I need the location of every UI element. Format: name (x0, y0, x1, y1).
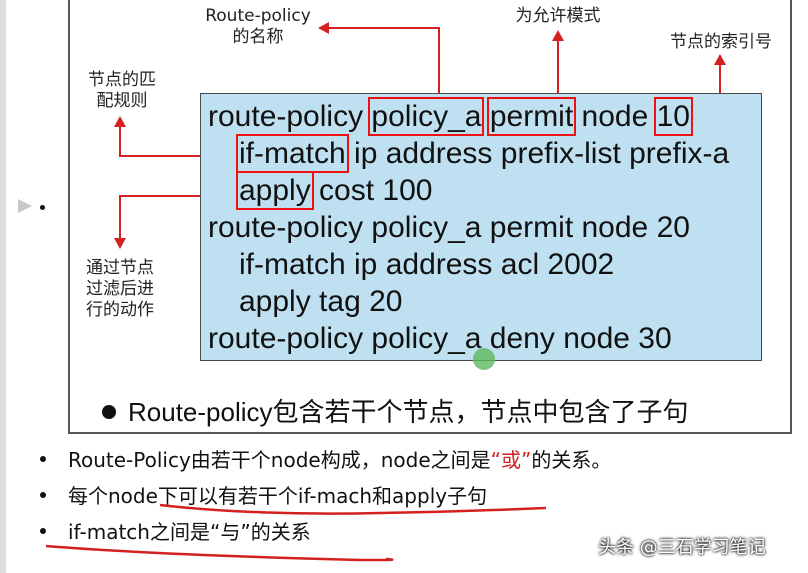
annotation-match-rule: 节点的匹 配规则 (88, 70, 156, 111)
code-line-3: apply cost 100 (236, 171, 433, 210)
code-text: node (573, 100, 657, 133)
code-text: ip address prefix-list prefix-a (345, 137, 730, 170)
code-block: route-policy policy_a permit node 10 if-… (200, 93, 762, 361)
if-match-highlight: if-match (236, 134, 349, 173)
arrow-head-icon (114, 238, 126, 249)
side-bullet (40, 205, 45, 210)
annotation-action: 通过节点 过滤后进 行的动作 (86, 258, 154, 320)
bullet-dot (40, 527, 46, 534)
list-text: 每个node下可以有若干个if-mach和apply子句 (68, 484, 488, 508)
arrow-line (719, 62, 721, 100)
code-text: route-policy (208, 100, 372, 133)
arrow-head-icon (714, 54, 726, 65)
arrow-line (119, 124, 121, 156)
arrow-head-icon (114, 116, 126, 127)
arrow-head-icon (552, 30, 564, 41)
main-bullet-text: Route-policy包含若干个节点，节点中包含了子句 (128, 397, 689, 427)
apply-highlight: apply (236, 171, 314, 210)
watermark: 头条 @三石学习笔记 (598, 537, 766, 558)
list-text: 的关系。 (531, 448, 612, 472)
bullet-dot (40, 455, 46, 462)
code-line-5: if-match ip address acl 2002 (239, 248, 615, 281)
policy-name-highlight: policy_a (368, 97, 485, 136)
left-margin-bar (0, 0, 6, 573)
annotation-node-index: 节点的索引号 (670, 32, 772, 52)
cursor-indicator (473, 348, 495, 370)
code-text: cost 100 (310, 174, 433, 207)
annotation-policy-name: Route-policy 的名称 (205, 6, 311, 47)
underline-stroke (159, 503, 547, 515)
code-line-7: route-policy policy_a deny node 30 (208, 322, 672, 355)
node-index-highlight: 10 (653, 97, 694, 136)
annotation-permit-mode: 为允许模式 (515, 6, 601, 26)
code-line-6: apply tag 20 (239, 285, 403, 318)
bullet-dot (40, 491, 46, 498)
play-marker-icon (18, 199, 32, 213)
bullet-dot (102, 405, 116, 420)
arrow-line (328, 27, 440, 29)
list-item: Route-Policy由若干个node构成，node之间是“或”的关系。 (40, 444, 611, 473)
arrow-line (557, 38, 559, 100)
list-item: 每个node下可以有若干个if-mach和apply子句 (40, 480, 487, 509)
code-line-2: if-match ip address prefix-list prefix-a (236, 134, 730, 173)
list-item: if-match之间是“与”的关系 (40, 516, 311, 545)
permit-highlight: permit (486, 97, 577, 136)
code-line-4: route-policy policy_a permit node 20 (208, 211, 690, 244)
list-text-red: “或” (490, 448, 532, 472)
code-line-1: route-policy policy_a permit node 10 (208, 97, 694, 136)
arrow-head-icon (318, 22, 329, 34)
list-text: Route-Policy由若干个node构成，node之间是 (68, 448, 491, 472)
arrow-line (119, 155, 231, 157)
arrow-line (438, 27, 440, 100)
arrow-line (119, 195, 121, 240)
list-text: if-match之间是“与”的关系 (68, 520, 311, 544)
main-bullet: Route-policy包含若干个节点，节点中包含了子句 (102, 392, 689, 429)
underline-stroke (45, 544, 394, 562)
arrow-line (119, 195, 231, 197)
